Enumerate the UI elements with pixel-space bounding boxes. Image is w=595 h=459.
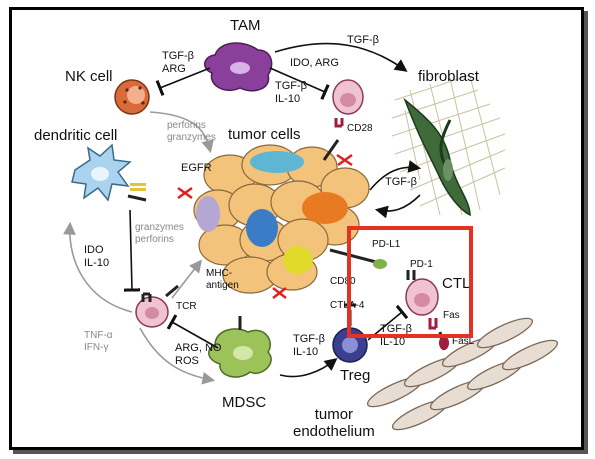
label-mdsc: MDSC <box>222 394 267 411</box>
label-cd80: CD80 <box>330 276 356 287</box>
label-tgf-il10-ctl: TGF-β IL-10 <box>380 323 412 348</box>
label-dendritic-cell: dendritic cell <box>34 127 118 144</box>
tumor-nucleus-orange <box>302 192 348 224</box>
blocked-receptor-marks <box>177 153 353 299</box>
endothelium <box>366 317 559 431</box>
arrow-nk-tumor <box>149 111 214 154</box>
arrow-tcell-dc <box>63 221 133 313</box>
arrow-tcell-tumor <box>171 259 202 299</box>
nk-cell <box>114 79 150 115</box>
label-tgf-il10-tam: TGF-β IL-10 <box>275 80 307 105</box>
label-ido-arg: IDO, ARG <box>290 57 339 69</box>
pd-l1-stalk <box>329 248 377 264</box>
fibroblast-cell <box>403 97 471 217</box>
arrow-fibroblast-tumor <box>374 194 421 219</box>
label-pd-l1: PD-L1 <box>372 239 401 250</box>
label-tumor-cells: tumor cells <box>228 126 301 143</box>
label-tumor-endothelium: tumor endothelium <box>293 406 375 441</box>
tumor-nucleus-yellow <box>283 246 313 274</box>
label-mhc-antigen: MHC- antigen <box>206 268 239 291</box>
label-perforins-granzymes: perforins granzymes <box>167 120 216 143</box>
label-nk-cell: NK cell <box>65 68 113 85</box>
label-ctl: CTL <box>442 275 471 292</box>
tumor-nucleus-cyan <box>250 151 304 173</box>
label-cd28: CD28 <box>347 123 373 134</box>
pd-l1-ligand <box>373 259 387 269</box>
highlight-box <box>347 226 473 338</box>
label-egfr: EGFR <box>181 162 212 174</box>
arrow-tcell-mdsc <box>139 327 216 385</box>
fasl-ligand <box>439 336 449 350</box>
label-fas: Fas <box>443 310 460 321</box>
mdsc-cell <box>208 316 272 378</box>
inhibit-dc-tcell <box>123 209 141 292</box>
label-treg: Treg <box>340 367 371 384</box>
label-tnf-ifn: TNF-α IFN-γ <box>84 330 113 353</box>
tam-cell <box>204 42 273 92</box>
dendritic-cell <box>71 143 147 202</box>
label-fasl: FasL <box>452 336 475 347</box>
label-granzymes-perforins: granzymes perforins <box>135 222 184 245</box>
inhibit-tam-tcell <box>269 67 330 100</box>
label-pd-1: PD-1 <box>410 259 433 270</box>
label-tcr: TCR <box>176 301 197 312</box>
label-tgf-fibro: TGF-β <box>385 176 417 188</box>
arrow-tumor-fibroblast <box>369 160 422 191</box>
arrow-tam-fibroblast <box>274 42 408 72</box>
tcr-tcell <box>135 284 179 328</box>
label-tam: TAM <box>230 17 261 34</box>
tumor-nucleus-lavender <box>196 196 220 232</box>
arrow-mdsc-treg <box>279 358 338 378</box>
ctl-cell <box>405 270 439 330</box>
cd28-tcell <box>322 79 364 161</box>
label-tgf-top: TGF-β <box>347 34 379 46</box>
label-arg-no-ros: ARG, NO ROS <box>175 342 222 367</box>
label-fibroblast: fibroblast <box>418 68 479 85</box>
label-ido-il10: IDO IL-10 <box>84 244 110 269</box>
tumor-nucleus-blue <box>246 209 278 247</box>
inhibit-tam-nk <box>155 67 211 97</box>
label-tgf-il10-treg: TGF-β IL-10 <box>293 333 325 358</box>
inhibit-mdsc-tcell <box>166 314 219 349</box>
label-tgf-arg: TGF-β ARG <box>162 50 194 75</box>
